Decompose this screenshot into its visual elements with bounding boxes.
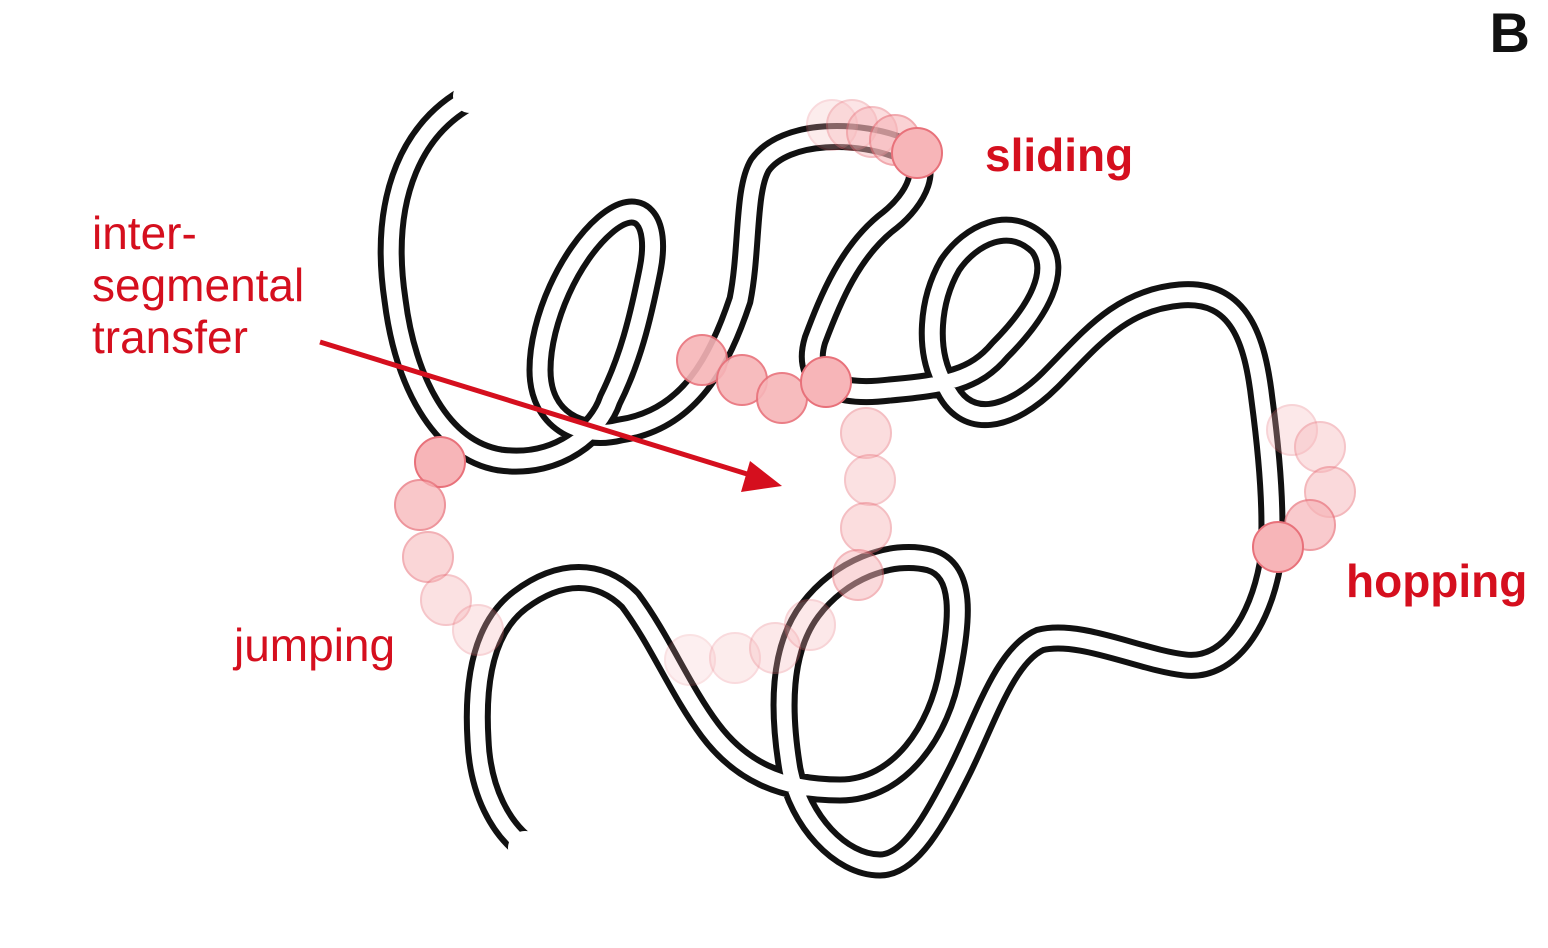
dna-strand [377, 65, 1286, 879]
jumping-bead-4 [420, 574, 472, 626]
dna-strand-path [377, 76, 1286, 879]
strand-end-fade-top [453, 65, 517, 113]
arrow-head [741, 461, 782, 492]
jumping-bead-2 [394, 479, 446, 531]
label-hopping: hopping [1346, 555, 1528, 607]
intersegmental-bead-7 [840, 502, 892, 554]
intersegmental-bead-5 [840, 407, 892, 459]
jumping-bead-5 [452, 604, 504, 656]
label-jumping: jumping [234, 619, 396, 671]
protein-beads [394, 99, 1356, 686]
sliding-bead-5 [891, 127, 943, 179]
jumping-bead-9 [784, 599, 836, 651]
hopping-bead-1 [1266, 404, 1318, 456]
intersegmental-bead-3 [756, 372, 808, 424]
jumping-bead-1 [414, 436, 466, 488]
intersegmental-arrow [319, 339, 782, 492]
hopping-bead-2 [1294, 421, 1346, 473]
strand-end-fade-bottom [508, 831, 562, 877]
intersegmental-bead-6 [844, 454, 896, 506]
label-inter-line-1: inter- [92, 207, 197, 259]
hopping-bead-5 [1252, 521, 1304, 573]
intersegmental-bead-8 [832, 549, 884, 601]
sliding-bead-1 [806, 99, 858, 151]
jumping-bead-3 [402, 531, 454, 583]
jumping-bead-6 [664, 634, 716, 686]
jumping-bead-7 [709, 632, 761, 684]
label-intersegmental-transfer: inter- segmental transfer [92, 207, 305, 364]
intersegmental-bead-4 [800, 356, 852, 408]
jumping-bead-8 [749, 622, 801, 674]
label-inter-line-3: transfer [92, 310, 248, 363]
label-inter-line-2: segmental [92, 258, 305, 311]
dna-strand-core [383, 82, 1280, 873]
arrow-shaft [319, 339, 761, 481]
panel-letter: B [1489, 1, 1530, 64]
label-sliding: sliding [985, 129, 1134, 181]
